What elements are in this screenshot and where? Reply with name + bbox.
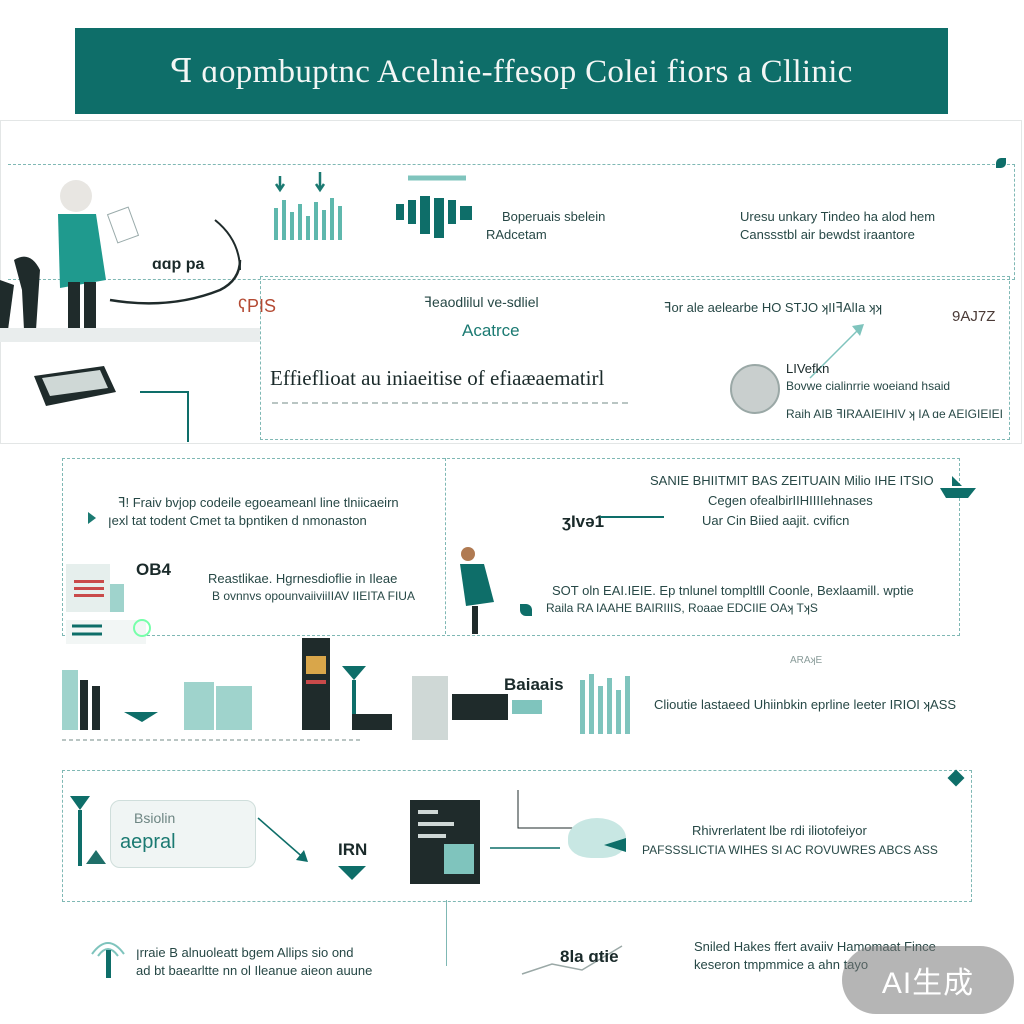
note-right-3: Uar Cin Biied aajit. cvificn bbox=[702, 513, 850, 528]
connector-line bbox=[600, 516, 664, 518]
label-d3: Raih AIB ꟻIRAAIEIHIV ʞ IA ɑe AEIGIEIEI bbox=[786, 407, 1003, 421]
small-leaf-icon bbox=[520, 604, 532, 616]
building-block-icon bbox=[412, 676, 542, 740]
section-top-frame-2 bbox=[260, 276, 1010, 440]
label-a1: Boperuais sbelein bbox=[502, 209, 606, 224]
ai-generated-badge: AI生成 bbox=[842, 946, 1014, 1014]
label-d1: LIVefkn bbox=[786, 361, 830, 376]
label-d2: Bovwe cialinrrie woeiand hsaid bbox=[786, 379, 951, 393]
footer-left-1: ꞁrraie B alnuoleatt bgem Allips sio ond bbox=[136, 945, 354, 960]
tag-small: ARAʞE bbox=[790, 655, 823, 666]
note-left-2: ꞁexl tat todent Cmet ta bpntiken d nmona… bbox=[108, 513, 367, 528]
number-left: OB4 bbox=[136, 560, 171, 579]
title-banner: ꟼ ɑopmbuptnc Acelnie-ffesop Colei fiors … bbox=[75, 28, 948, 114]
label-b2: Canssstbl air bewdst iraantore bbox=[740, 227, 915, 242]
label-a2: RAdcetam bbox=[486, 227, 547, 242]
section-mid-frame bbox=[62, 458, 960, 636]
clinic-building-icon bbox=[66, 564, 151, 644]
bar-chart-icon bbox=[274, 172, 342, 240]
city-skyline-illustration bbox=[62, 638, 392, 741]
label-g: Clioutie lastaeed Uhiinbkin eprline leet… bbox=[654, 697, 957, 712]
server-rack-icon bbox=[410, 800, 480, 884]
label-e1: Reastlikae. Hgrnesdioflie in Ileae bbox=[208, 571, 398, 586]
label-f2: Raila RA IAAHE BAIRIIIS, Roaae EDCIIE OA… bbox=[546, 601, 818, 615]
footer-left-2: ad bt baearltte nn ol Ileanue aieon auun… bbox=[136, 963, 373, 978]
leaf-icon bbox=[996, 158, 1006, 168]
note-left-1: ꟻ! Fraiv bvjop codeile egoeameanl line t… bbox=[118, 495, 399, 510]
note-right-1: SANIE BHIITMIT BAS ZEITUAIN Milio IHE IT… bbox=[650, 473, 934, 488]
heading-1: ꟻeaodlilul ve-sdliel bbox=[424, 294, 539, 310]
label-b1: Uresu unkary Tindeo ha alod hem bbox=[740, 209, 936, 224]
teal-arrow-icon bbox=[604, 838, 626, 852]
section-top-frame bbox=[8, 164, 1015, 280]
desk-tag: ɑɑp pa bbox=[152, 256, 205, 273]
footer-right-2: keseron tmpmmice a ahn tayo bbox=[694, 957, 869, 972]
printer-icon bbox=[34, 366, 189, 442]
label-c: ꟻor ale aelearbe HO STJO ʞIIꟻAlIa ʞʞ bbox=[664, 300, 882, 315]
page-title: ꟼ ɑopmbuptnc Acelnie-ffesop Colei fiors … bbox=[170, 54, 853, 90]
person-at-desk-illustration bbox=[0, 180, 260, 342]
section-low-frame bbox=[62, 770, 972, 902]
side-tag: 9AJ7Z bbox=[952, 308, 996, 325]
label-h2: PAFSSSLICTIA WIHES SI AC ROVUWRES ABCS A… bbox=[642, 843, 938, 857]
red-tag: ʕPIS bbox=[238, 296, 277, 316]
heading-2: Acatrce bbox=[462, 321, 520, 340]
coin-icon bbox=[730, 364, 780, 414]
label-e2: B ovnnvs opounvaiiviiIIAV IIEITA FIUA bbox=[212, 589, 415, 603]
section-mid-divider bbox=[445, 458, 446, 634]
tag-bottom: Baiaais bbox=[504, 675, 564, 694]
note-right-2: Cegen ofealbirIIHIIIIehnases bbox=[708, 493, 873, 508]
ship-icon bbox=[940, 476, 976, 498]
footer-connector bbox=[446, 900, 447, 966]
radio-tower-icon bbox=[91, 942, 125, 978]
flow-connector bbox=[490, 790, 590, 849]
headline: Effieflioat au iniaeitise of efiaæaemati… bbox=[270, 366, 605, 390]
building-chart-icon bbox=[396, 175, 472, 238]
card-bottom-label: aepral bbox=[120, 831, 176, 853]
code-label: IRN bbox=[338, 840, 368, 859]
info-card bbox=[110, 800, 256, 868]
label-f1: SOT oln EAI.IEIE. Ep tnlunel tompltlll C… bbox=[552, 583, 914, 598]
footer-graph-icon bbox=[521, 945, 623, 975]
code-right: ʒIvə1 bbox=[562, 512, 605, 531]
headline-underline bbox=[272, 402, 628, 406]
funnel-icon bbox=[338, 866, 366, 880]
card-top-label: Bsiolin bbox=[134, 810, 176, 826]
card-pointer-icon bbox=[257, 817, 308, 862]
small-arrow-icon bbox=[88, 512, 96, 524]
footer-center: 8la ɑtie bbox=[560, 947, 619, 966]
label-h1: Rhivrerlatent lbe rdi iliotofeiyor bbox=[692, 823, 867, 838]
doctor-figure-icon bbox=[460, 547, 494, 634]
green-bars-icon bbox=[580, 674, 630, 734]
plant-lamp-icon bbox=[70, 796, 106, 866]
pointer-arrow-icon bbox=[809, 324, 864, 379]
watermark-label: AI生成 bbox=[881, 967, 975, 1000]
